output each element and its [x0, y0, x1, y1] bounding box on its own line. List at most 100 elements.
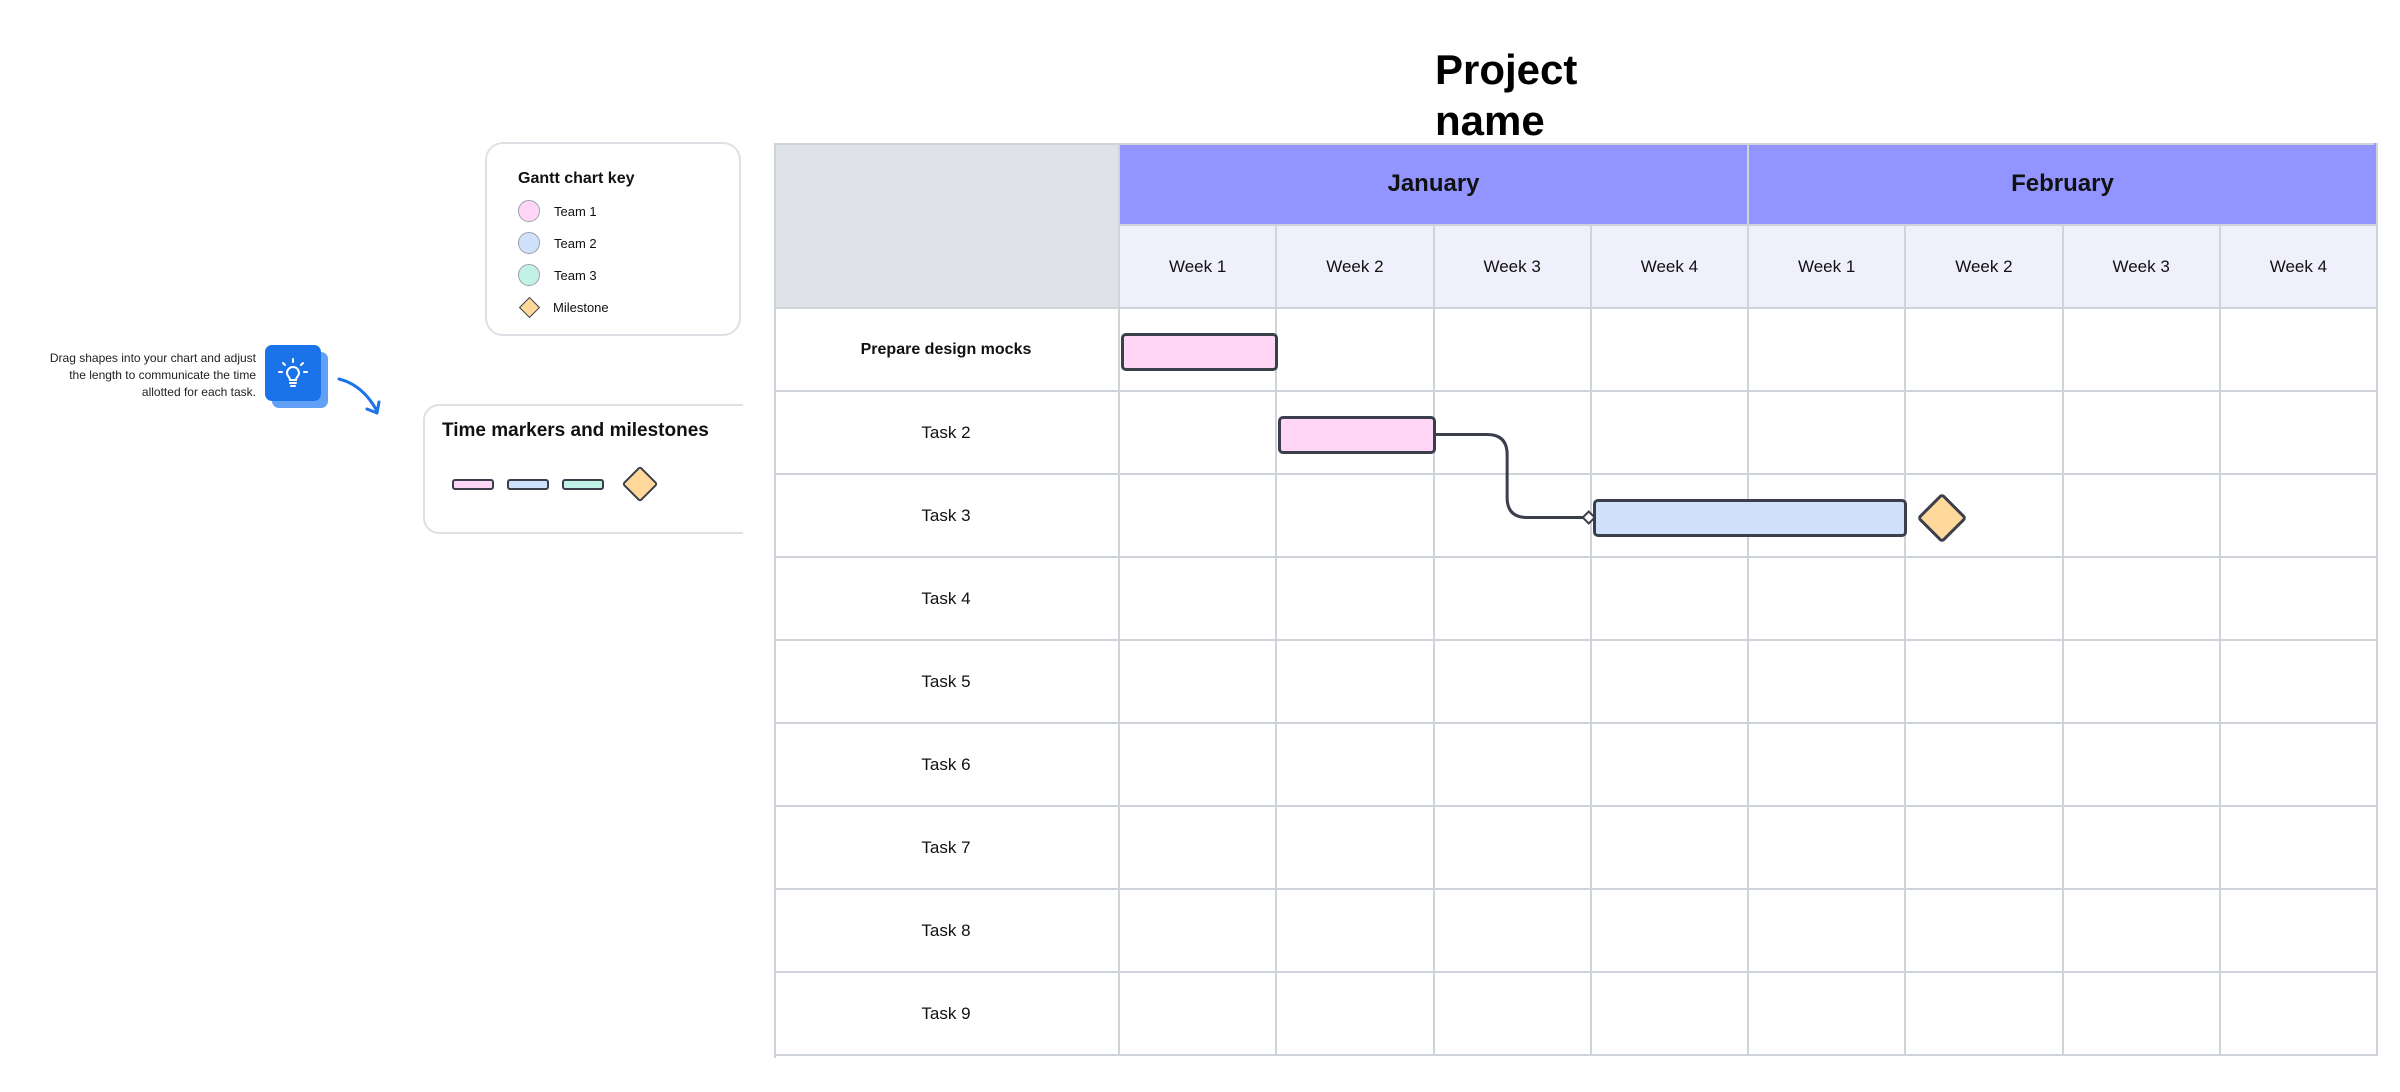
task-week-cell[interactable]	[2220, 475, 2378, 558]
task-week-cell[interactable]	[2220, 890, 2378, 973]
task-week-cell[interactable]	[2220, 807, 2378, 890]
task-week-cell[interactable]	[1277, 724, 1435, 807]
task-week-cell[interactable]	[1434, 973, 1592, 1056]
task-week-cell[interactable]	[1277, 890, 1435, 973]
task-week-cell[interactable]	[1591, 807, 1749, 890]
task-week-cell[interactable]	[1120, 558, 1278, 641]
task-week-cell[interactable]	[2063, 973, 2221, 1056]
task-week-cell[interactable]	[1591, 309, 1749, 392]
task-week-cell[interactable]	[2220, 973, 2378, 1056]
corner-cell	[774, 143, 1120, 309]
task-week-cell[interactable]	[1277, 807, 1435, 890]
project-title[interactable]: Project name	[1435, 46, 1578, 144]
task-week-cell[interactable]	[1749, 890, 1907, 973]
task-row-label[interactable]: Task 5	[774, 641, 1120, 724]
key-item-label: Milestone	[553, 299, 609, 315]
task-week-cell[interactable]	[1277, 558, 1435, 641]
team-1-marker[interactable]	[452, 479, 494, 490]
milestone-marker[interactable]	[621, 465, 659, 503]
week-header: Week 1	[1749, 226, 1907, 309]
task-week-cell[interactable]	[1749, 392, 1907, 475]
task-week-cell[interactable]	[1434, 475, 1592, 558]
key-item-team-2: Team 2	[518, 230, 597, 256]
task-week-cell[interactable]	[1906, 807, 2064, 890]
task-week-cell[interactable]	[1749, 558, 1907, 641]
task-week-cell[interactable]	[2063, 309, 2221, 392]
task-week-cell[interactable]	[1434, 890, 1592, 973]
task-row-label[interactable]: Task 2	[774, 392, 1120, 475]
task-week-cell[interactable]	[2063, 558, 2221, 641]
markers-title: Time markers and milestones	[442, 420, 709, 441]
task-week-cell[interactable]	[1906, 724, 2064, 807]
week-header: Week 3	[1434, 226, 1592, 309]
task-week-cell[interactable]	[1120, 475, 1278, 558]
task-row-label[interactable]: Task 8	[774, 890, 1120, 973]
team-1-swatch-icon	[518, 200, 540, 222]
task-week-cell[interactable]	[2220, 641, 2378, 724]
task-week-cell[interactable]	[1277, 475, 1435, 558]
task-week-cell[interactable]	[1591, 973, 1749, 1056]
task-week-cell[interactable]	[1434, 309, 1592, 392]
task-row-label[interactable]: Task 7	[774, 807, 1120, 890]
task-week-cell[interactable]	[1591, 392, 1749, 475]
month-header: February	[1749, 143, 2378, 226]
team-3-swatch-icon	[518, 264, 540, 286]
task-week-cell[interactable]	[2220, 724, 2378, 807]
milestone-diamond-icon	[518, 296, 541, 318]
task-week-cell[interactable]	[1591, 890, 1749, 973]
task-week-cell[interactable]	[1591, 558, 1749, 641]
week-header: Week 4	[1591, 226, 1749, 309]
task-week-cell[interactable]	[2220, 392, 2378, 475]
key-item-milestone: Milestone	[518, 294, 609, 320]
task-week-cell[interactable]	[2220, 309, 2378, 392]
task-week-cell[interactable]	[1434, 392, 1592, 475]
task-week-cell[interactable]	[2220, 558, 2378, 641]
key-item-label: Team 2	[554, 235, 597, 251]
task-week-cell[interactable]	[1434, 807, 1592, 890]
team-3-marker[interactable]	[562, 479, 604, 490]
task-week-cell[interactable]	[1277, 973, 1435, 1056]
task-week-cell[interactable]	[1906, 392, 2064, 475]
task-row-label[interactable]: Task 9	[774, 973, 1120, 1056]
team-2-marker[interactable]	[507, 479, 549, 490]
task-week-cell[interactable]	[1749, 641, 1907, 724]
task-row-label[interactable]: Prepare design mocks	[774, 309, 1120, 392]
task-week-cell[interactable]	[2063, 475, 2221, 558]
task-bar-team1[interactable]	[1121, 332, 1279, 371]
task-week-cell[interactable]	[1120, 973, 1278, 1056]
task-week-cell[interactable]	[1749, 309, 1907, 392]
task-week-cell[interactable]	[1749, 724, 1907, 807]
task-week-cell[interactable]	[1277, 309, 1435, 392]
time-markers-card: Time markers and milestones	[423, 404, 743, 534]
task-row-label[interactable]: Task 3	[774, 475, 1120, 558]
task-week-cell[interactable]	[2063, 392, 2221, 475]
task-week-cell[interactable]	[1749, 973, 1907, 1056]
task-week-cell[interactable]	[1906, 973, 2064, 1056]
task-week-cell[interactable]	[2063, 807, 2221, 890]
task-week-cell[interactable]	[1434, 724, 1592, 807]
task-bar-team2[interactable]	[1592, 498, 1908, 537]
task-week-cell[interactable]	[1906, 641, 2064, 724]
task-week-cell[interactable]	[1591, 724, 1749, 807]
task-week-cell[interactable]	[2063, 890, 2221, 973]
task-week-cell[interactable]	[1277, 641, 1435, 724]
task-row-label[interactable]: Task 4	[774, 558, 1120, 641]
task-bar-team1[interactable]	[1278, 415, 1436, 454]
week-header: Week 2	[1906, 226, 2064, 309]
key-item-label: Team 1	[554, 203, 597, 219]
task-week-cell[interactable]	[1120, 890, 1278, 973]
task-week-cell[interactable]	[2063, 641, 2221, 724]
task-week-cell[interactable]	[1906, 558, 2064, 641]
task-week-cell[interactable]	[1906, 890, 2064, 973]
task-week-cell[interactable]	[1120, 641, 1278, 724]
task-week-cell[interactable]	[1906, 309, 2064, 392]
task-week-cell[interactable]	[2063, 724, 2221, 807]
task-week-cell[interactable]	[1749, 807, 1907, 890]
task-week-cell[interactable]	[1120, 724, 1278, 807]
task-week-cell[interactable]	[1434, 641, 1592, 724]
task-row-label[interactable]: Task 6	[774, 724, 1120, 807]
task-week-cell[interactable]	[1120, 392, 1278, 475]
task-week-cell[interactable]	[1591, 641, 1749, 724]
task-week-cell[interactable]	[1434, 558, 1592, 641]
task-week-cell[interactable]	[1120, 807, 1278, 890]
